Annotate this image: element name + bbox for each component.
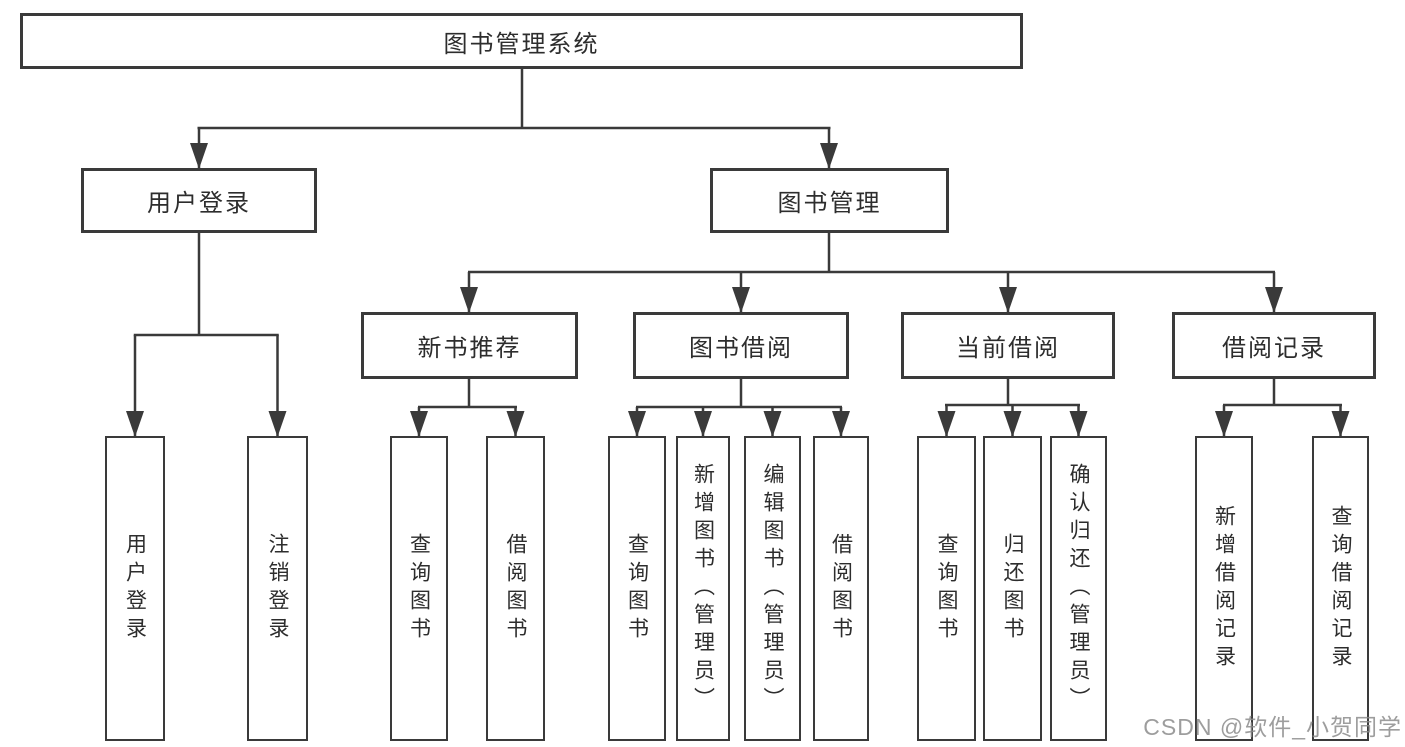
leaf-bb-add-books-admin: 新增图书（管理员）: [676, 436, 730, 741]
leaf-br-add-record: 新增借阅记录: [1195, 436, 1253, 741]
leaf-bb-query-books: 查询图书: [608, 436, 666, 741]
leaf-br-query-record: 查询借阅记录: [1312, 436, 1369, 741]
csdn-watermark: CSDN @软件_小贺同学: [1143, 714, 1402, 740]
leaf-bb-query-books-label: 查询图书: [625, 532, 649, 645]
leaf-nbr-query-books: 查询图书: [390, 436, 448, 741]
leaf-logout: 注销登录: [247, 436, 308, 741]
leaf-cb-query-books: 查询图书: [917, 436, 976, 741]
node-book-management: 图书管理: [710, 168, 949, 233]
leaf-user-login: 用户登录: [105, 436, 165, 741]
leaf-nbr-query-books-label: 查询图书: [407, 532, 431, 645]
node-new-book-recommendation: 新书推荐: [361, 312, 578, 379]
node-borrowing-records: 借阅记录: [1172, 312, 1376, 379]
leaf-logout-label: 注销登录: [266, 532, 289, 645]
node-book-borrowing: 图书借阅: [633, 312, 849, 379]
leaf-cb-return-books: 归还图书: [983, 436, 1042, 741]
leaf-bb-borrow-books-label: 借阅图书: [829, 532, 853, 645]
leaf-user-login-label: 用户登录: [123, 532, 147, 645]
leaf-cb-return-books-label: 归还图书: [1001, 532, 1024, 645]
leaf-br-query-record-label: 查询借阅记录: [1329, 504, 1352, 673]
leaf-cb-query-books-label: 查询图书: [935, 532, 958, 645]
leaf-nbr-borrow-books-label: 借阅图书: [504, 532, 527, 645]
leaf-nbr-borrow-books: 借阅图书: [486, 436, 545, 741]
leaf-bb-borrow-books: 借阅图书: [813, 436, 869, 741]
leaf-bb-edit-books-admin: 编辑图书（管理员）: [744, 436, 801, 741]
node-root-system: 图书管理系统: [20, 13, 1023, 69]
node-user-login: 用户登录: [81, 168, 317, 233]
leaf-br-add-record-label: 新增借阅记录: [1212, 504, 1236, 673]
leaf-bb-add-books-admin-label: 新增图书（管理员）: [691, 462, 715, 715]
leaf-cb-confirm-return-admin: 确认归还（管理员）: [1050, 436, 1107, 741]
node-current-borrowing: 当前借阅: [901, 312, 1115, 379]
leaf-cb-confirm-return-admin-label: 确认归还（管理员）: [1067, 462, 1090, 715]
leaf-bb-edit-books-admin-label: 编辑图书（管理员）: [761, 462, 784, 715]
